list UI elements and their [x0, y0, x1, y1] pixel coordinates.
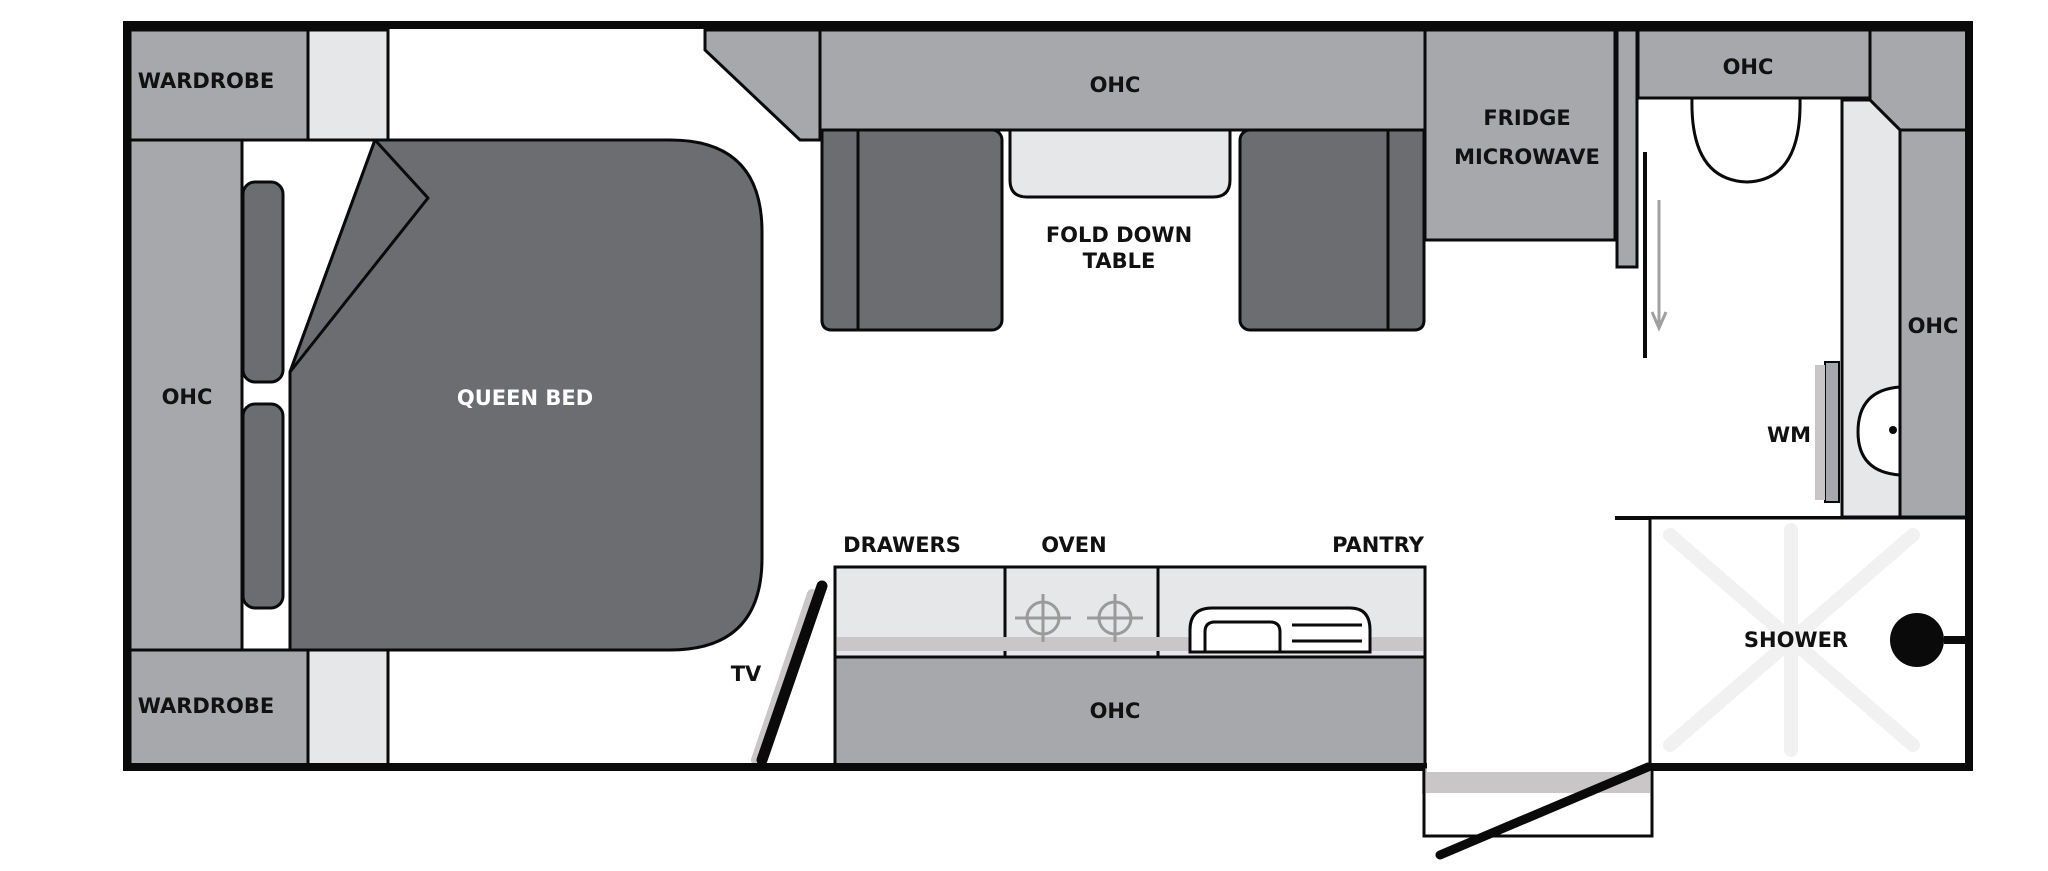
- label-wm: WM: [1767, 423, 1811, 447]
- burner-right-icon: [1087, 594, 1143, 642]
- fridge-divider: [1615, 28, 1639, 269]
- wardrobe-top-door-panel: [306, 28, 390, 142]
- bed-sheet-fold: [288, 138, 430, 374]
- toilet: [1690, 96, 1802, 184]
- shower-floor-cross-icon: [1663, 523, 1920, 757]
- label-ohc-bottom-center: OHC: [1090, 699, 1141, 723]
- label-fridge: FRIDGE: [1483, 106, 1570, 130]
- fridge-area: [1423, 28, 1639, 269]
- ohc-top-corner: [703, 28, 822, 142]
- basin: [1856, 385, 1902, 477]
- label-wardrobe-top: WARDROBE: [138, 69, 274, 93]
- labels: WARDROBE WARDROBE OHC QUEEN BED OHC FOLD…: [138, 55, 1959, 723]
- tv: [756, 580, 828, 766]
- bedside-lower: [241, 402, 285, 610]
- queen-bed: [288, 138, 764, 652]
- label-ohc-top-right: OHC: [1723, 55, 1774, 79]
- label-wardrobe-bottom: WARDROBE: [138, 694, 274, 718]
- tv-shadow: [751, 589, 817, 765]
- burner-left-icon: [1015, 594, 1071, 642]
- label-fold-down-table-2: TABLE: [1083, 249, 1156, 273]
- wardrobe-bottom-door-panel: [306, 648, 390, 767]
- fridge-microwave: [1423, 28, 1617, 242]
- entry-door-leaf: [1435, 762, 1653, 860]
- washing-machine: [1824, 361, 1840, 503]
- outer-wall: [123, 21, 1973, 771]
- bedroom: [128, 28, 764, 767]
- sink-bowl: [1203, 620, 1282, 654]
- bathroom: [1615, 28, 1969, 767]
- wm-shadow: [1815, 365, 1825, 500]
- label-fold-down-table-1: FOLD DOWN: [1046, 223, 1192, 247]
- door-opening: [1427, 760, 1648, 772]
- ohc-bottom-center: [833, 655, 1427, 767]
- label-pantry: PANTRY: [1332, 533, 1425, 557]
- label-tv: TV: [731, 662, 762, 686]
- basin-drain-icon: [1889, 426, 1897, 434]
- label-shower: SHOWER: [1744, 628, 1848, 652]
- label-drawers: DRAWERS: [843, 533, 961, 557]
- shower-head-icon: [1890, 613, 1944, 667]
- ohc-left: [128, 138, 244, 652]
- kitchen: [833, 565, 1427, 767]
- dinette: [703, 28, 1427, 332]
- label-ohc-top-center: OHC: [1090, 73, 1141, 97]
- seat-right-back: [1386, 128, 1426, 332]
- entry-door: [1422, 760, 1654, 860]
- label-ohc-right: OHC: [1908, 314, 1959, 338]
- label-ohc-left: OHC: [162, 385, 213, 409]
- fold-down-table: [1008, 128, 1232, 199]
- label-oven: OVEN: [1041, 533, 1106, 557]
- label-microwave: MICROWAVE: [1454, 145, 1600, 169]
- door-arrowhead-icon: [1650, 311, 1668, 332]
- label-queen-bed: QUEEN BED: [457, 386, 593, 410]
- ohc-top-center: [818, 28, 1427, 132]
- bedside-upper: [241, 180, 285, 384]
- seat-left-back: [820, 128, 860, 332]
